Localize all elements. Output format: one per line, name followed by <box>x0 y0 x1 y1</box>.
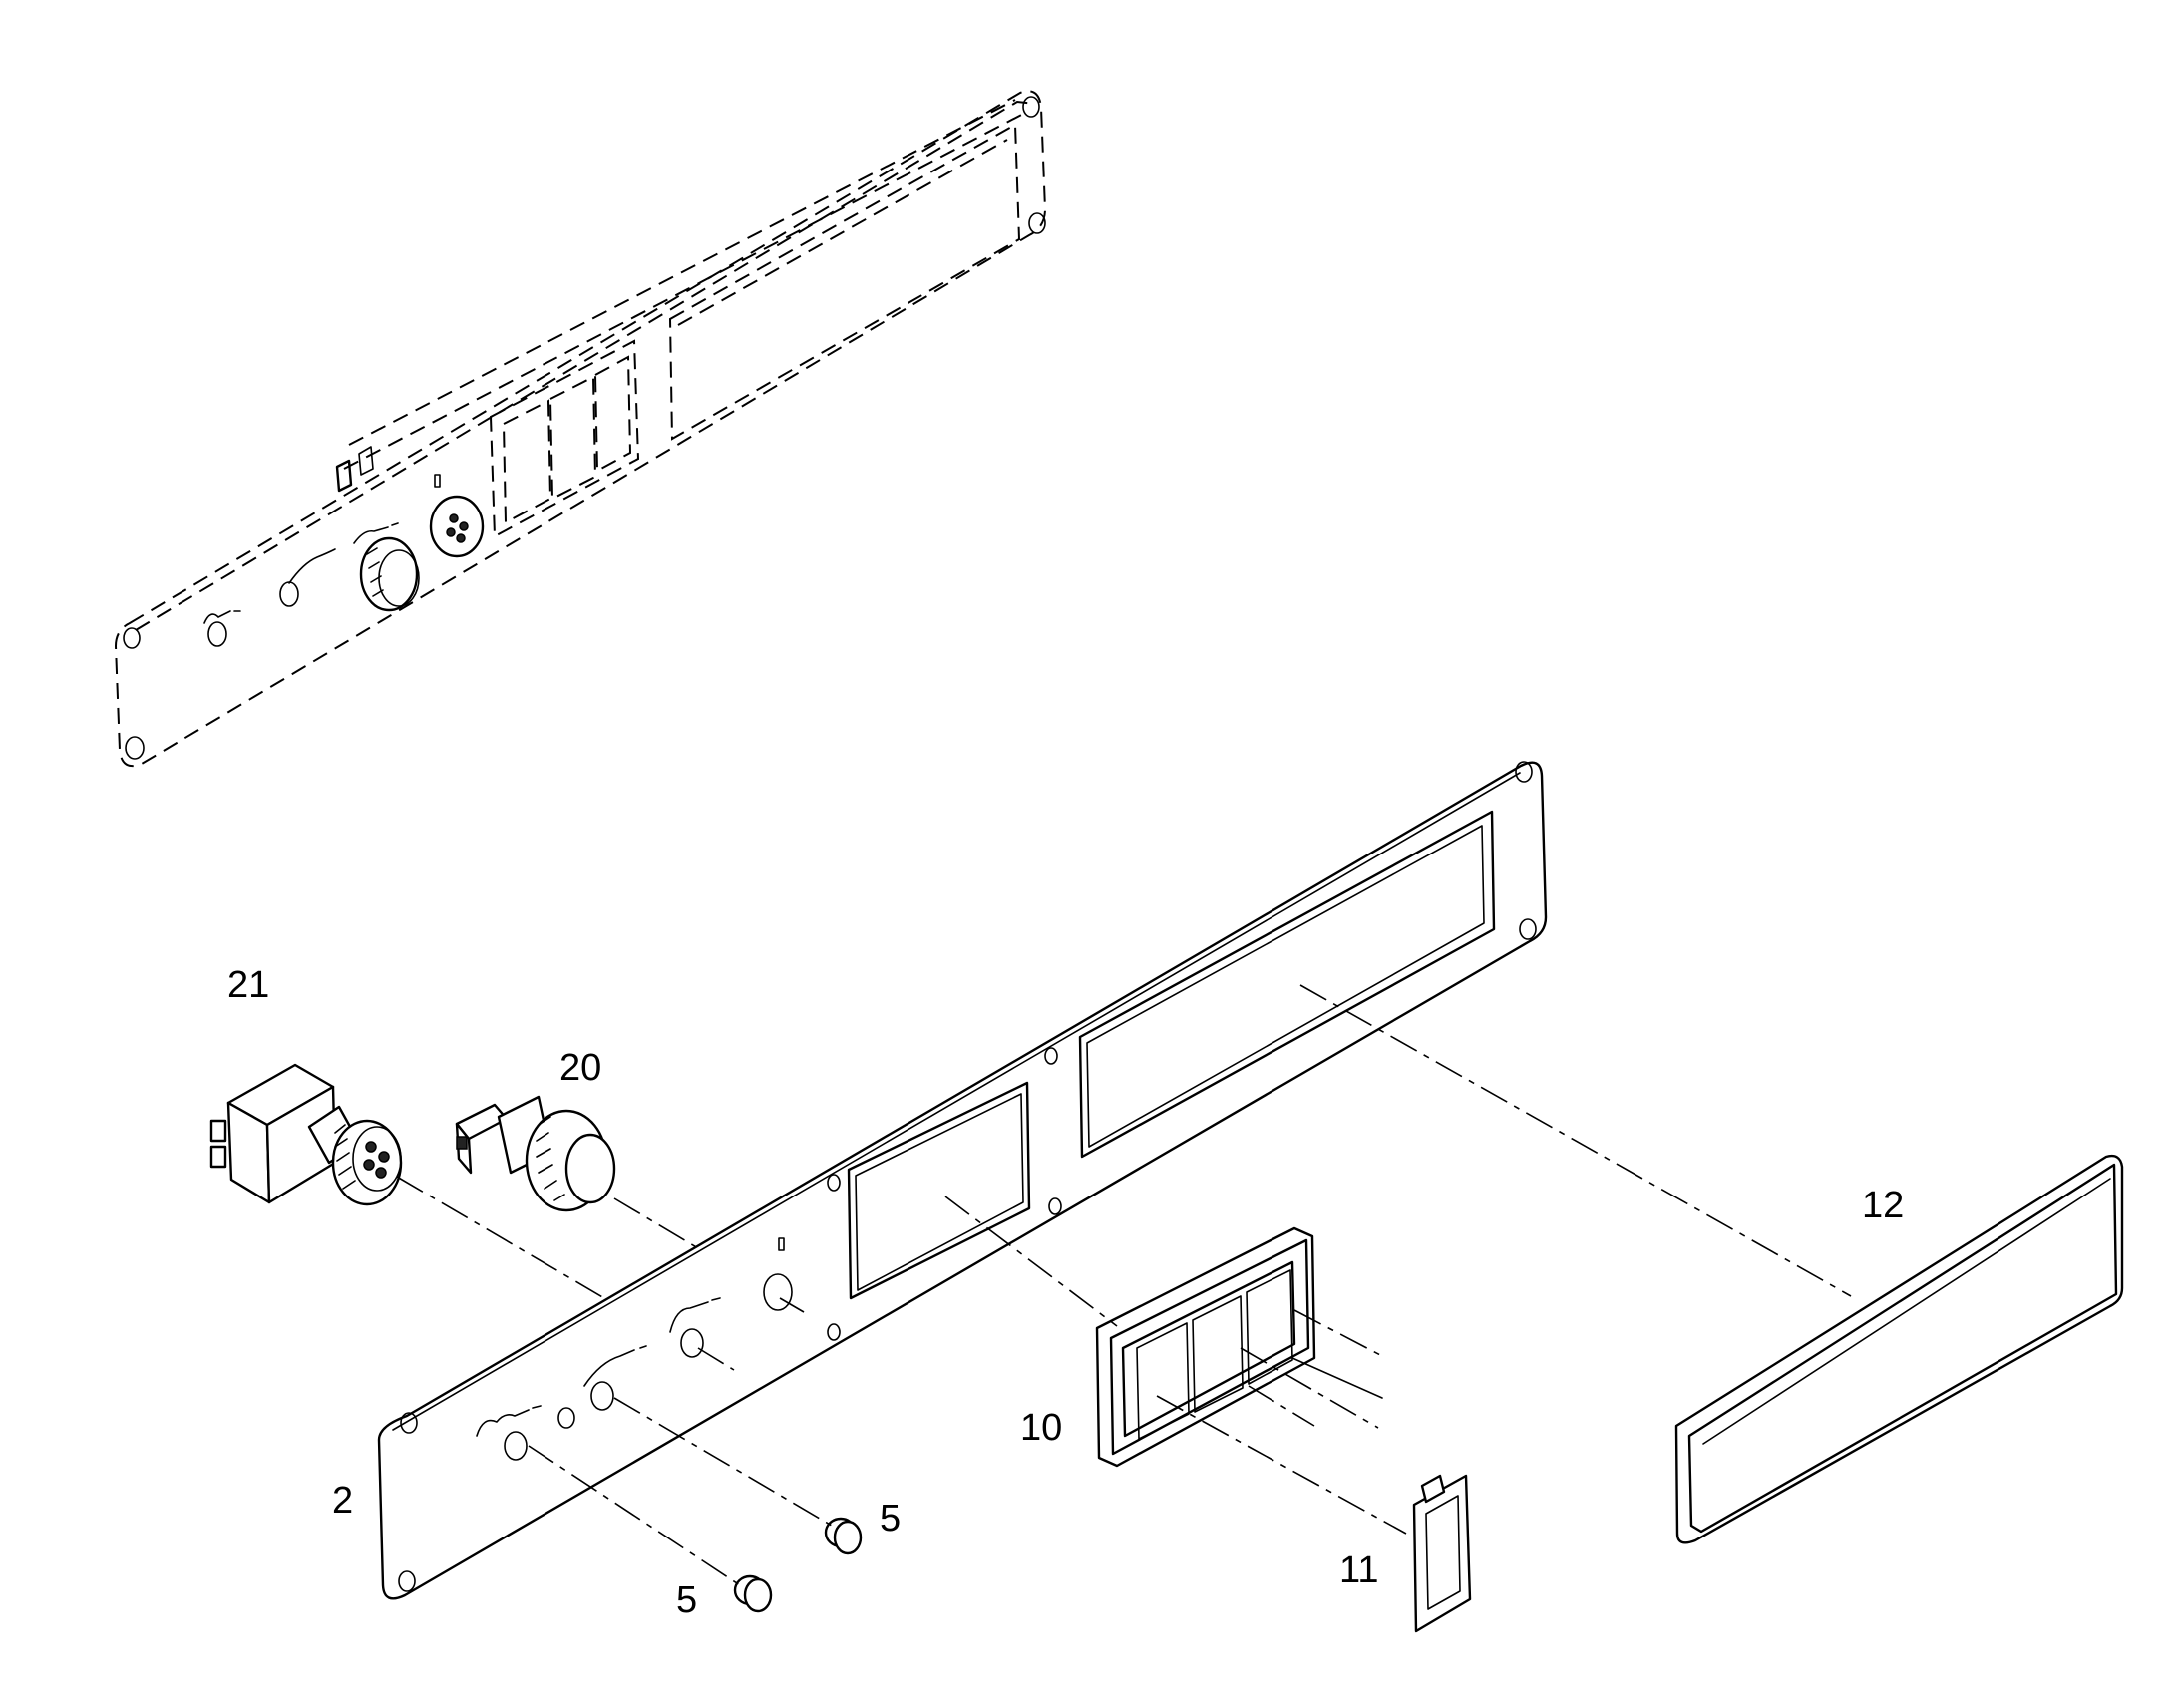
alignment-leaders <box>396 984 1852 1586</box>
callout-21: 21 <box>227 964 269 1006</box>
callout-5-lower: 5 <box>676 1579 697 1621</box>
part-5-plug-lower <box>733 1574 773 1613</box>
assembled-panel-ghost <box>114 90 1047 768</box>
callout-12: 12 <box>1862 1185 1904 1226</box>
callout-2: 2 <box>332 1480 353 1522</box>
callout-11: 11 <box>1339 1549 1378 1591</box>
callout-20: 20 <box>559 1047 601 1089</box>
callout-5-upper: 5 <box>880 1498 901 1539</box>
part-11-switch <box>1412 1474 1472 1633</box>
callout-10: 10 <box>1020 1407 1062 1449</box>
panel-plate <box>377 761 1548 1600</box>
callout-labels: 21 20 2 5 5 10 11 12 <box>227 964 1904 1621</box>
part-21-switch <box>209 1063 403 1206</box>
part-12-cover <box>1674 1154 2124 1544</box>
part-10-bezel <box>1095 1226 1316 1468</box>
part-5-plug-upper <box>824 1517 863 1555</box>
part-20-knob <box>455 1095 616 1212</box>
